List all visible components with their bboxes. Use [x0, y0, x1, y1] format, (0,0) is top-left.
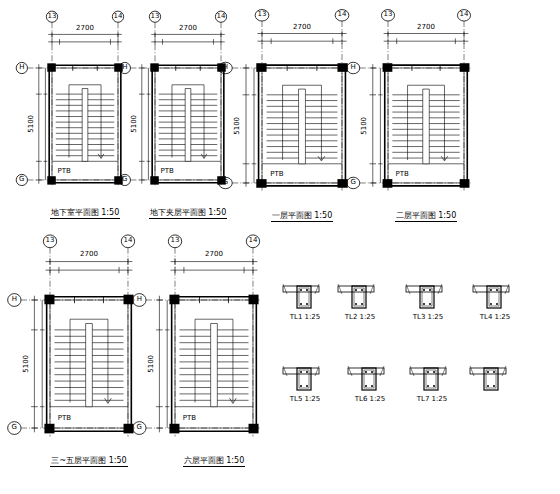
- section-label: TL7 1:25: [416, 396, 449, 404]
- axis-label: 14: [113, 13, 124, 21]
- section-label: TL2 1:25: [344, 314, 377, 322]
- dimension: 5100: [131, 114, 139, 134]
- section-label: TL1 1:25: [289, 314, 322, 322]
- note: PTB: [57, 415, 72, 423]
- axis-label: G: [350, 179, 357, 187]
- drawing-title: 地下夹层平面图 1:50: [149, 209, 228, 219]
- drawing-title: 一层平面图 1:50: [271, 212, 334, 222]
- axis-label: G: [121, 176, 128, 184]
- axis-label: 13: [45, 237, 56, 245]
- drawing-title: 三~五层平面图 1:50: [50, 457, 127, 467]
- note: PTB: [269, 171, 284, 179]
- note: PTB: [394, 171, 409, 179]
- dimension: 2700: [79, 251, 99, 259]
- axis-label: 13: [383, 11, 394, 19]
- axis-label: 13: [257, 11, 268, 19]
- dimension: 5100: [148, 354, 156, 374]
- axis-label: G: [222, 179, 229, 187]
- axis-label: G: [18, 176, 25, 184]
- axis-label: G: [11, 424, 18, 432]
- axis-label: 14: [216, 13, 227, 21]
- dimension: 2700: [292, 24, 312, 32]
- note: PTB: [182, 415, 197, 423]
- axis-label: 13: [47, 13, 58, 21]
- axis-label: 13: [150, 13, 161, 21]
- axis-label: 14: [248, 237, 259, 245]
- drawing-title: 二层平面图 1:50: [395, 212, 458, 222]
- dimension: 5100: [23, 354, 31, 374]
- dimension: 5100: [234, 116, 242, 136]
- axis-label: H: [121, 64, 128, 72]
- section-label: TL3 1:25: [412, 314, 445, 322]
- axis-label: 14: [337, 11, 348, 19]
- axis-label: H: [350, 64, 357, 72]
- section-label: TL5 1:25: [289, 396, 322, 404]
- dimension: 2700: [204, 251, 224, 259]
- axis-label: H: [11, 296, 18, 304]
- axis-label: 14: [459, 11, 470, 19]
- dimension: 2700: [75, 25, 95, 33]
- drawing-title: 六层平面图 1:50: [183, 457, 246, 467]
- dimension: 5100: [28, 114, 36, 134]
- axis-label: H: [222, 64, 229, 72]
- note: PTB: [57, 168, 72, 176]
- axis-label: H: [18, 64, 25, 72]
- dimension: 2700: [416, 24, 436, 32]
- axis-label: 13: [170, 237, 181, 245]
- note: PTB: [160, 168, 175, 176]
- section-label: TL4 1:25: [479, 314, 512, 322]
- dimension: 5100: [361, 116, 369, 136]
- section-label: TL6 1:25: [354, 396, 387, 404]
- axis-label: G: [136, 424, 143, 432]
- axis-label: H: [136, 296, 143, 304]
- drawing-title: 地下室平面图 1:50: [50, 209, 121, 219]
- dimension: 2700: [178, 25, 198, 33]
- axis-label: 14: [123, 237, 134, 245]
